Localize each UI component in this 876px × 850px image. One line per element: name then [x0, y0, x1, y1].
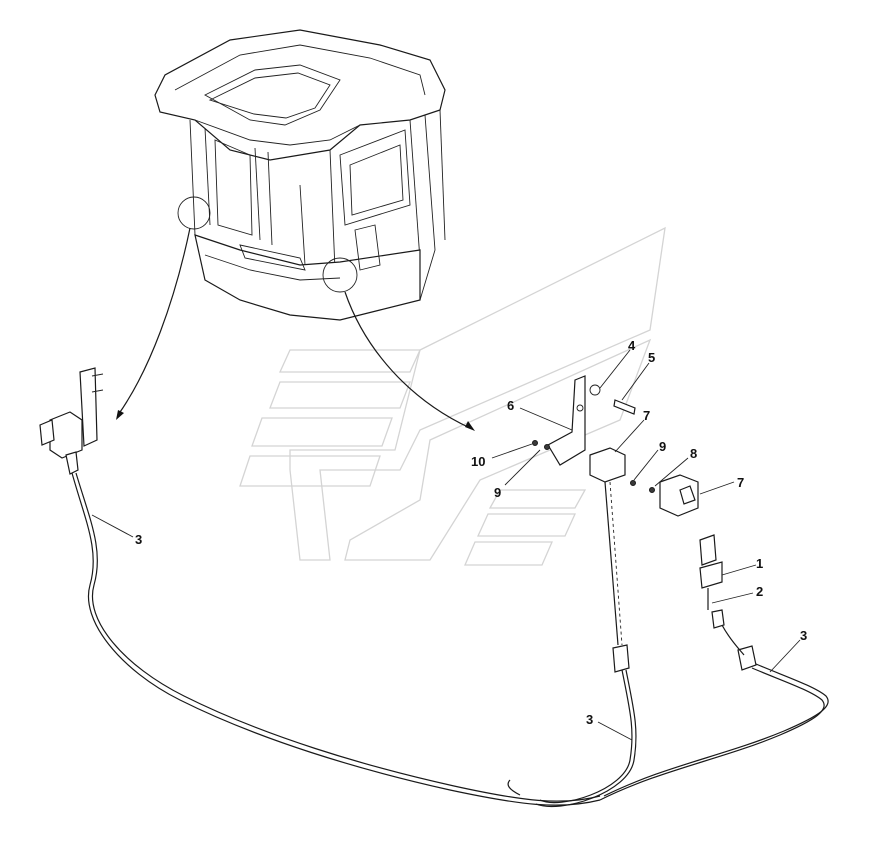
- callout-2: 2: [756, 584, 763, 599]
- right-bracket-assembly: [532, 375, 699, 517]
- callout-9-left: 9: [494, 485, 501, 500]
- callout-5: 5: [648, 350, 655, 365]
- operator-cab: [154, 29, 446, 321]
- harness-cables: [71, 472, 829, 808]
- watermark-logo: [239, 226, 666, 566]
- callout-4: 4: [628, 338, 636, 353]
- callout-labels: 1 2 3 3 3 4 5 6 7 7 8 9 9 10: [135, 338, 807, 727]
- callout-leaders: [91, 349, 801, 741]
- callout-6: 6: [507, 398, 514, 413]
- callout-10: 10: [471, 454, 485, 469]
- callout-3-right: 3: [800, 628, 807, 643]
- callout-3-bottom: 3: [586, 712, 593, 727]
- callout-7-upper: 7: [643, 408, 650, 423]
- callout-3-left: 3: [135, 532, 142, 547]
- detail-arrows: [116, 227, 475, 431]
- callout-8: 8: [690, 446, 697, 461]
- callout-7-lower: 7: [737, 475, 744, 490]
- connector-parts: [612, 534, 757, 673]
- left-sensor-assembly: [39, 367, 104, 475]
- callout-9-right: 9: [659, 439, 666, 454]
- callout-1: 1: [756, 556, 763, 571]
